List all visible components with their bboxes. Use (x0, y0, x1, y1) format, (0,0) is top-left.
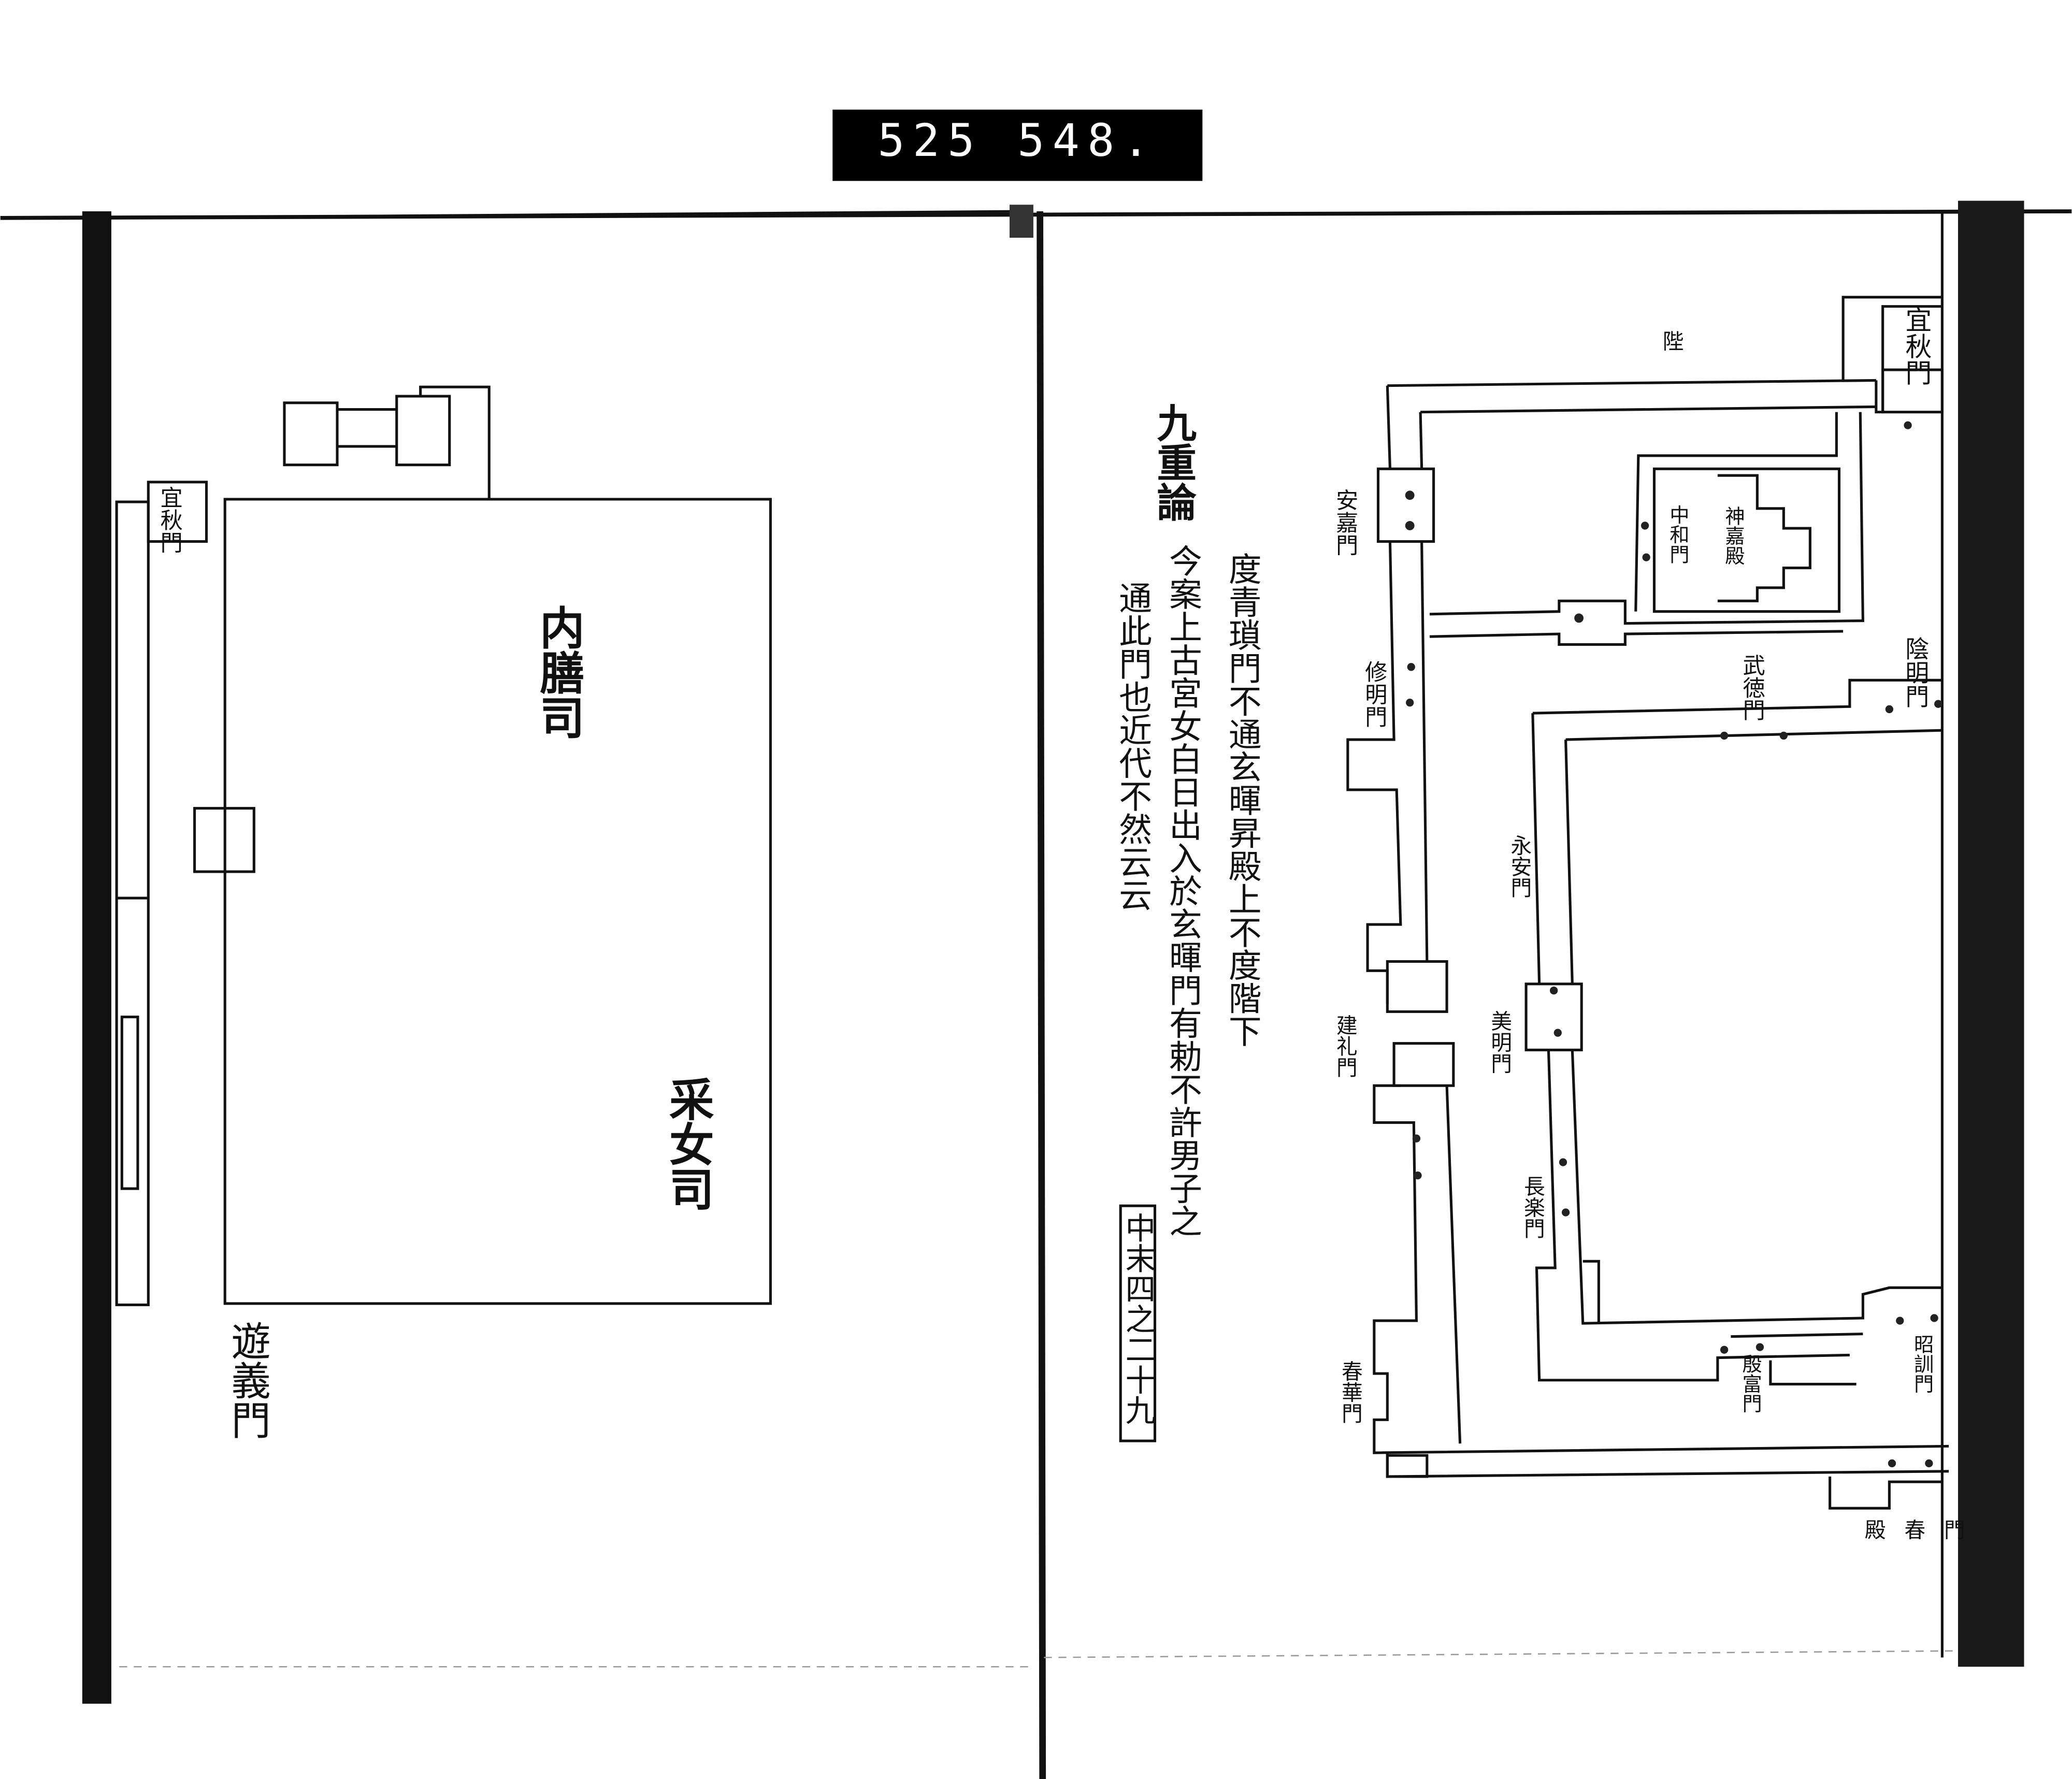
reference-box (1119, 1204, 1157, 1442)
wall-line (1386, 1453, 1949, 1478)
text-title: 九重論 (1150, 403, 1197, 522)
right-page-bottom (1044, 1650, 1955, 1658)
label-uneme: 采女司 (661, 1076, 714, 1211)
wall-line (1420, 405, 1876, 414)
wall-line (1419, 412, 1423, 469)
book-spine (1037, 211, 1046, 1779)
wall-line (1531, 713, 1541, 984)
wall-line (1571, 1050, 1942, 1325)
left-plan (115, 385, 772, 1307)
plan-label-shinka: 神嘉殿 (1722, 506, 1745, 566)
label-naizen: 内膳司 (531, 605, 584, 740)
gate-building (1392, 1042, 1455, 1087)
plan-label-butoku: 武徳門 (1739, 654, 1765, 721)
plan-label-chuwa: 中和門 (1666, 504, 1690, 564)
gate-building (1376, 467, 1435, 543)
label-yugi-gate: 遊義門 (224, 1321, 270, 1439)
wall-line (1386, 385, 1391, 469)
frame-number: 525 548. (877, 115, 1157, 167)
plan-label-left2: 修明門 (1361, 660, 1388, 728)
plan-label-left1: 安嘉門 (1332, 489, 1358, 556)
text-reference: 中末四之二十九 (1120, 1212, 1155, 1425)
plan-label-left4: 春華門 (1338, 1361, 1363, 1424)
wall-line (1445, 1086, 1462, 1444)
label-gishu-gate: 宜秋門 (156, 486, 182, 553)
wall-line (1373, 1084, 1949, 1454)
plan-label-foot2: 春 (1901, 1519, 1925, 1540)
gate-building (1881, 368, 1944, 414)
plan-label-left3: 建礼門 (1333, 1014, 1358, 1078)
wall-line (1841, 296, 1942, 381)
wall-line (1731, 1333, 1863, 1338)
gate-building (1524, 982, 1583, 1051)
wall-line (1386, 1454, 1429, 1478)
left-page-top (112, 210, 1028, 220)
right-page-edge (1958, 200, 2024, 1667)
plan-label-inmei: 陰明門 (1902, 637, 1930, 708)
wall-line (1346, 541, 1402, 1004)
text-line3: 通此門也近代不然云云 (1113, 581, 1152, 912)
text-line2: 今案上古宮女白日出入於玄暉門有勅不許男子之 (1163, 544, 1202, 1238)
plan-label-foot3: 門 (1940, 1519, 1965, 1540)
plan-label-mid1: 永安門 (1507, 835, 1532, 899)
gate-box (193, 807, 255, 873)
text-line1: 度青瑣門不通玄暉昇殿上不度階下 (1223, 552, 1261, 1047)
small-building (395, 395, 451, 467)
palace-plan (1346, 296, 1949, 1510)
left-page-edge (82, 211, 111, 1704)
plan-label-mid3: 長楽門 (1520, 1176, 1545, 1239)
wall-line (1532, 678, 1942, 715)
building-outline (223, 498, 772, 1305)
wall-line (1829, 1477, 1942, 1510)
wall-line (1769, 1360, 1857, 1386)
wall-line (1564, 739, 1574, 984)
spine-clip (1009, 205, 1033, 238)
small-building (283, 401, 339, 467)
divider (120, 1016, 139, 1190)
wall-line (1565, 729, 1942, 741)
wall-line (1535, 1050, 1850, 1382)
plan-label-bottom2: 昭訓門 (1911, 1334, 1934, 1394)
gate-post-markers (1405, 421, 1942, 1468)
shinka-den-compound (1652, 467, 1841, 613)
wall-line (1420, 541, 1429, 962)
wall-line (1634, 412, 1838, 612)
plan-label-foot1: 殿 (1861, 1519, 1886, 1540)
plan-label-gishu: 宜秋門 (1901, 307, 1931, 386)
wall-line (1429, 630, 1844, 646)
corridor-strip (115, 500, 150, 1307)
shinka-den (1717, 474, 1811, 602)
plan-label-bottom1: 殷富門 (1739, 1354, 1762, 1413)
gate-building (1386, 960, 1448, 1013)
wall-line (1429, 412, 1864, 625)
wall-line (1387, 379, 1876, 387)
plan-label-mid2: 美明門 (1487, 1010, 1512, 1074)
plan-label-top: 陛 (1659, 330, 1684, 352)
frame-number-plate (832, 109, 1203, 181)
wall-line (1582, 1260, 1600, 1324)
wall-line (419, 385, 491, 499)
